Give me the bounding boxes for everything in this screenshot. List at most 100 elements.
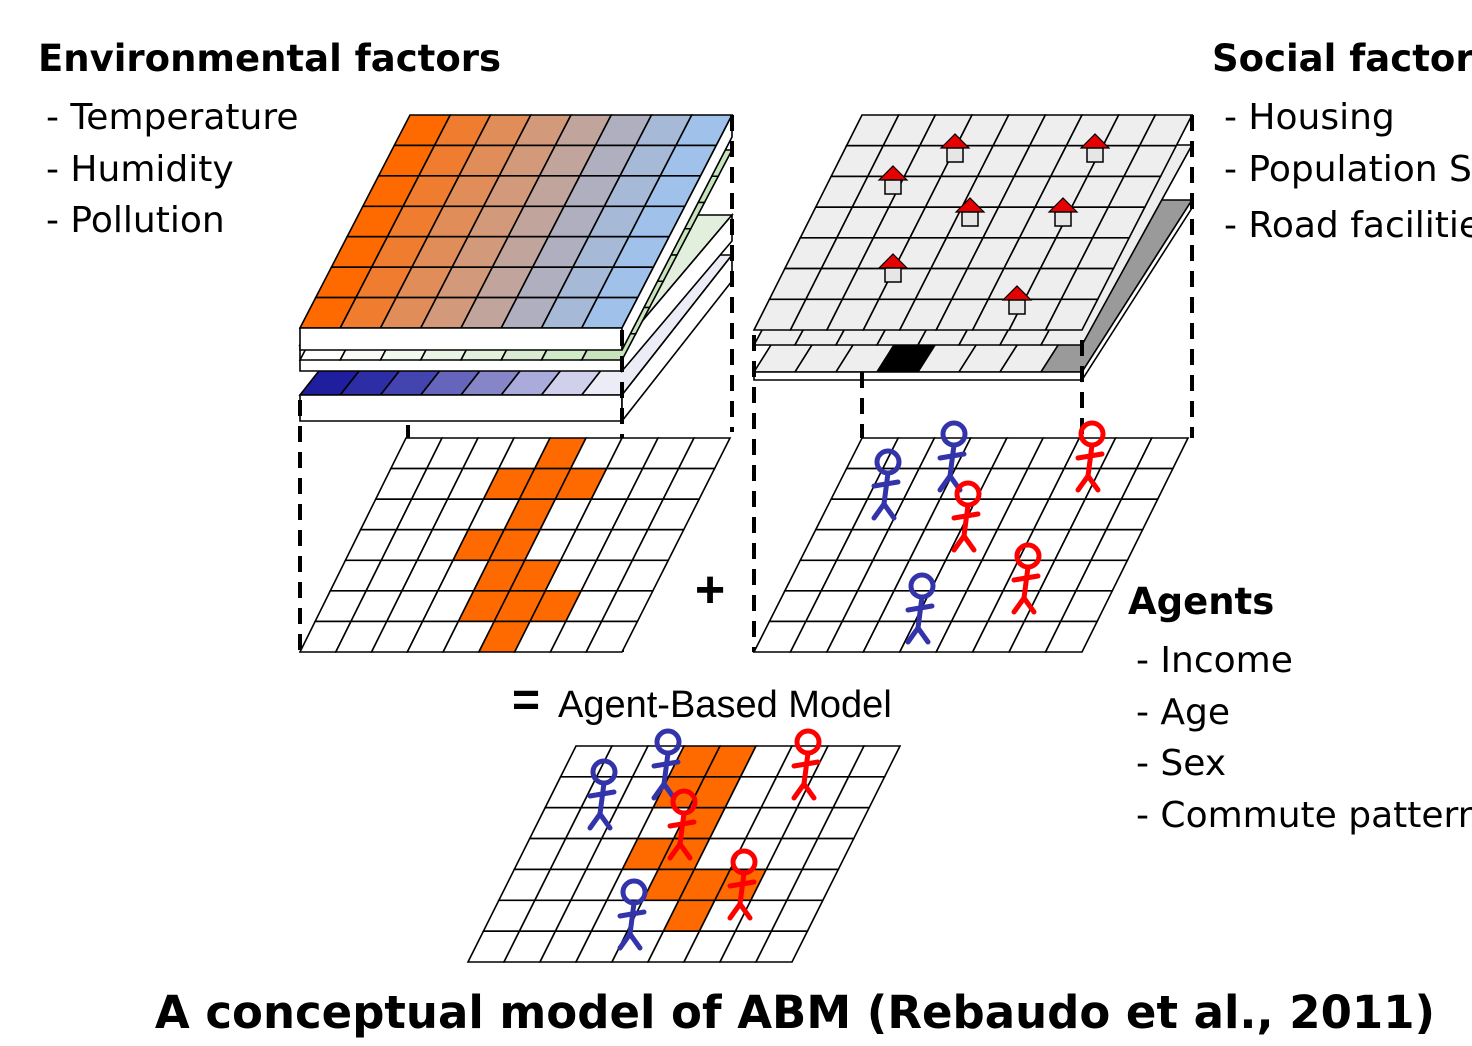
layer-edge	[299, 394, 623, 422]
house-body	[1054, 211, 1072, 227]
agent-body	[947, 442, 957, 479]
figure-caption: A conceptual model of ABM (Rebaudo et al…	[154, 986, 1436, 1039]
abm-grid-cells	[466, 745, 902, 963]
agent-leg-left	[905, 625, 921, 645]
agent-arms	[667, 819, 697, 829]
house-body	[1008, 299, 1026, 315]
grid-cell	[754, 930, 809, 963]
house-body	[1086, 147, 1104, 163]
agent-leg-left	[791, 781, 807, 801]
env-item-pollution: - Pollution	[46, 200, 225, 241]
red-agent-icon	[791, 728, 822, 801]
agent-body	[1021, 564, 1031, 601]
house-icon	[1001, 285, 1033, 315]
social-item-roads: - Road facilities	[1224, 205, 1472, 246]
agent-grid-cells	[752, 437, 1190, 653]
blue-agent-icon	[937, 420, 968, 493]
social-item-population: - Population Size	[1224, 149, 1472, 190]
agent-arms	[1011, 573, 1041, 583]
red-agent-icon	[1011, 542, 1042, 615]
house-icon	[939, 133, 971, 163]
agent-leg-left	[617, 931, 633, 951]
agent-body	[961, 502, 971, 539]
agent-arms	[905, 603, 935, 613]
environmental-layer-stack	[298, 114, 734, 424]
agent-arms	[651, 759, 681, 769]
blue-agent-icon	[871, 448, 902, 521]
agent-body	[677, 810, 687, 847]
agent-leg-right	[627, 931, 643, 951]
agent-leg-right	[737, 901, 753, 921]
agent-arms	[951, 511, 981, 521]
habitat-grid-cells	[298, 437, 732, 653]
agent-leg-left	[587, 811, 603, 831]
house-body	[884, 179, 902, 195]
red-agent-icon	[727, 848, 758, 921]
agent-leg-right	[1085, 473, 1101, 493]
temperature-layer	[298, 114, 734, 351]
house-icon	[954, 197, 986, 227]
agent-body	[1085, 442, 1095, 479]
house-body	[961, 211, 979, 227]
agent-leg-left	[937, 473, 953, 493]
agent-body	[597, 780, 607, 817]
grid-cell	[1044, 298, 1100, 331]
agent-leg-right	[915, 625, 931, 645]
abm-result-label: Agent-Based Model	[558, 684, 892, 726]
env-item-temperature: - Temperature	[46, 97, 299, 138]
agent-body	[737, 870, 747, 907]
agent-body	[661, 750, 671, 787]
agent-body	[881, 470, 891, 507]
agent-arms	[871, 479, 901, 489]
agent-leg-left	[667, 841, 683, 861]
agent-grid	[752, 420, 1190, 653]
grid-cell	[584, 620, 639, 653]
agent-item-age: - Age	[1136, 692, 1231, 733]
house-icon	[1047, 197, 1079, 227]
env-item-humidity: - Humidity	[46, 149, 234, 190]
plus-symbol: +	[695, 561, 725, 619]
agent-leg-left	[1011, 595, 1027, 615]
agent-leg-right	[597, 811, 613, 831]
agent-item-income: - Income	[1136, 640, 1293, 681]
red-agent-icon	[1075, 420, 1106, 493]
agent-leg-left	[1075, 473, 1091, 493]
social-item-housing: - Housing	[1224, 97, 1395, 138]
house-icon	[877, 253, 909, 283]
equals-symbol: =	[512, 674, 540, 727]
agent-leg-left	[951, 533, 967, 553]
agent-body	[801, 750, 811, 787]
agent-arms	[617, 909, 647, 919]
agent-leg-right	[881, 501, 897, 521]
house-body	[884, 267, 902, 283]
layer-edge	[299, 327, 623, 351]
agent-item-commute: - Commute patterns	[1136, 795, 1472, 836]
blue-agent-icon	[905, 572, 936, 645]
agent-arms	[1075, 451, 1105, 461]
house-icon	[1079, 133, 1111, 163]
agent-leg-right	[961, 533, 977, 553]
house-icon	[877, 165, 909, 195]
agents-title: Agents	[1128, 580, 1275, 623]
agent-arms	[587, 789, 617, 799]
abm-result-grid	[466, 728, 902, 963]
grid-cell	[1044, 620, 1099, 653]
agent-body	[915, 594, 925, 631]
social-layer-stack	[752, 114, 1194, 383]
agent-arms	[937, 451, 967, 461]
agent-leg-right	[1021, 595, 1037, 615]
environmental-factors-title: Environmental factors	[38, 37, 502, 80]
agent-arms	[791, 759, 821, 769]
social-factors-title: Social factors	[1212, 37, 1472, 80]
red-agent-icon	[951, 480, 982, 553]
blue-agent-icon	[617, 878, 648, 951]
agent-item-sex: - Sex	[1136, 743, 1227, 784]
house-body	[946, 147, 964, 163]
red-agent-icon	[667, 788, 698, 861]
agent-leg-left	[651, 781, 667, 801]
agent-leg-right	[801, 781, 817, 801]
agent-leg-right	[677, 841, 693, 861]
agent-leg-left	[871, 501, 887, 521]
environmental-habitat-grid	[298, 437, 732, 653]
